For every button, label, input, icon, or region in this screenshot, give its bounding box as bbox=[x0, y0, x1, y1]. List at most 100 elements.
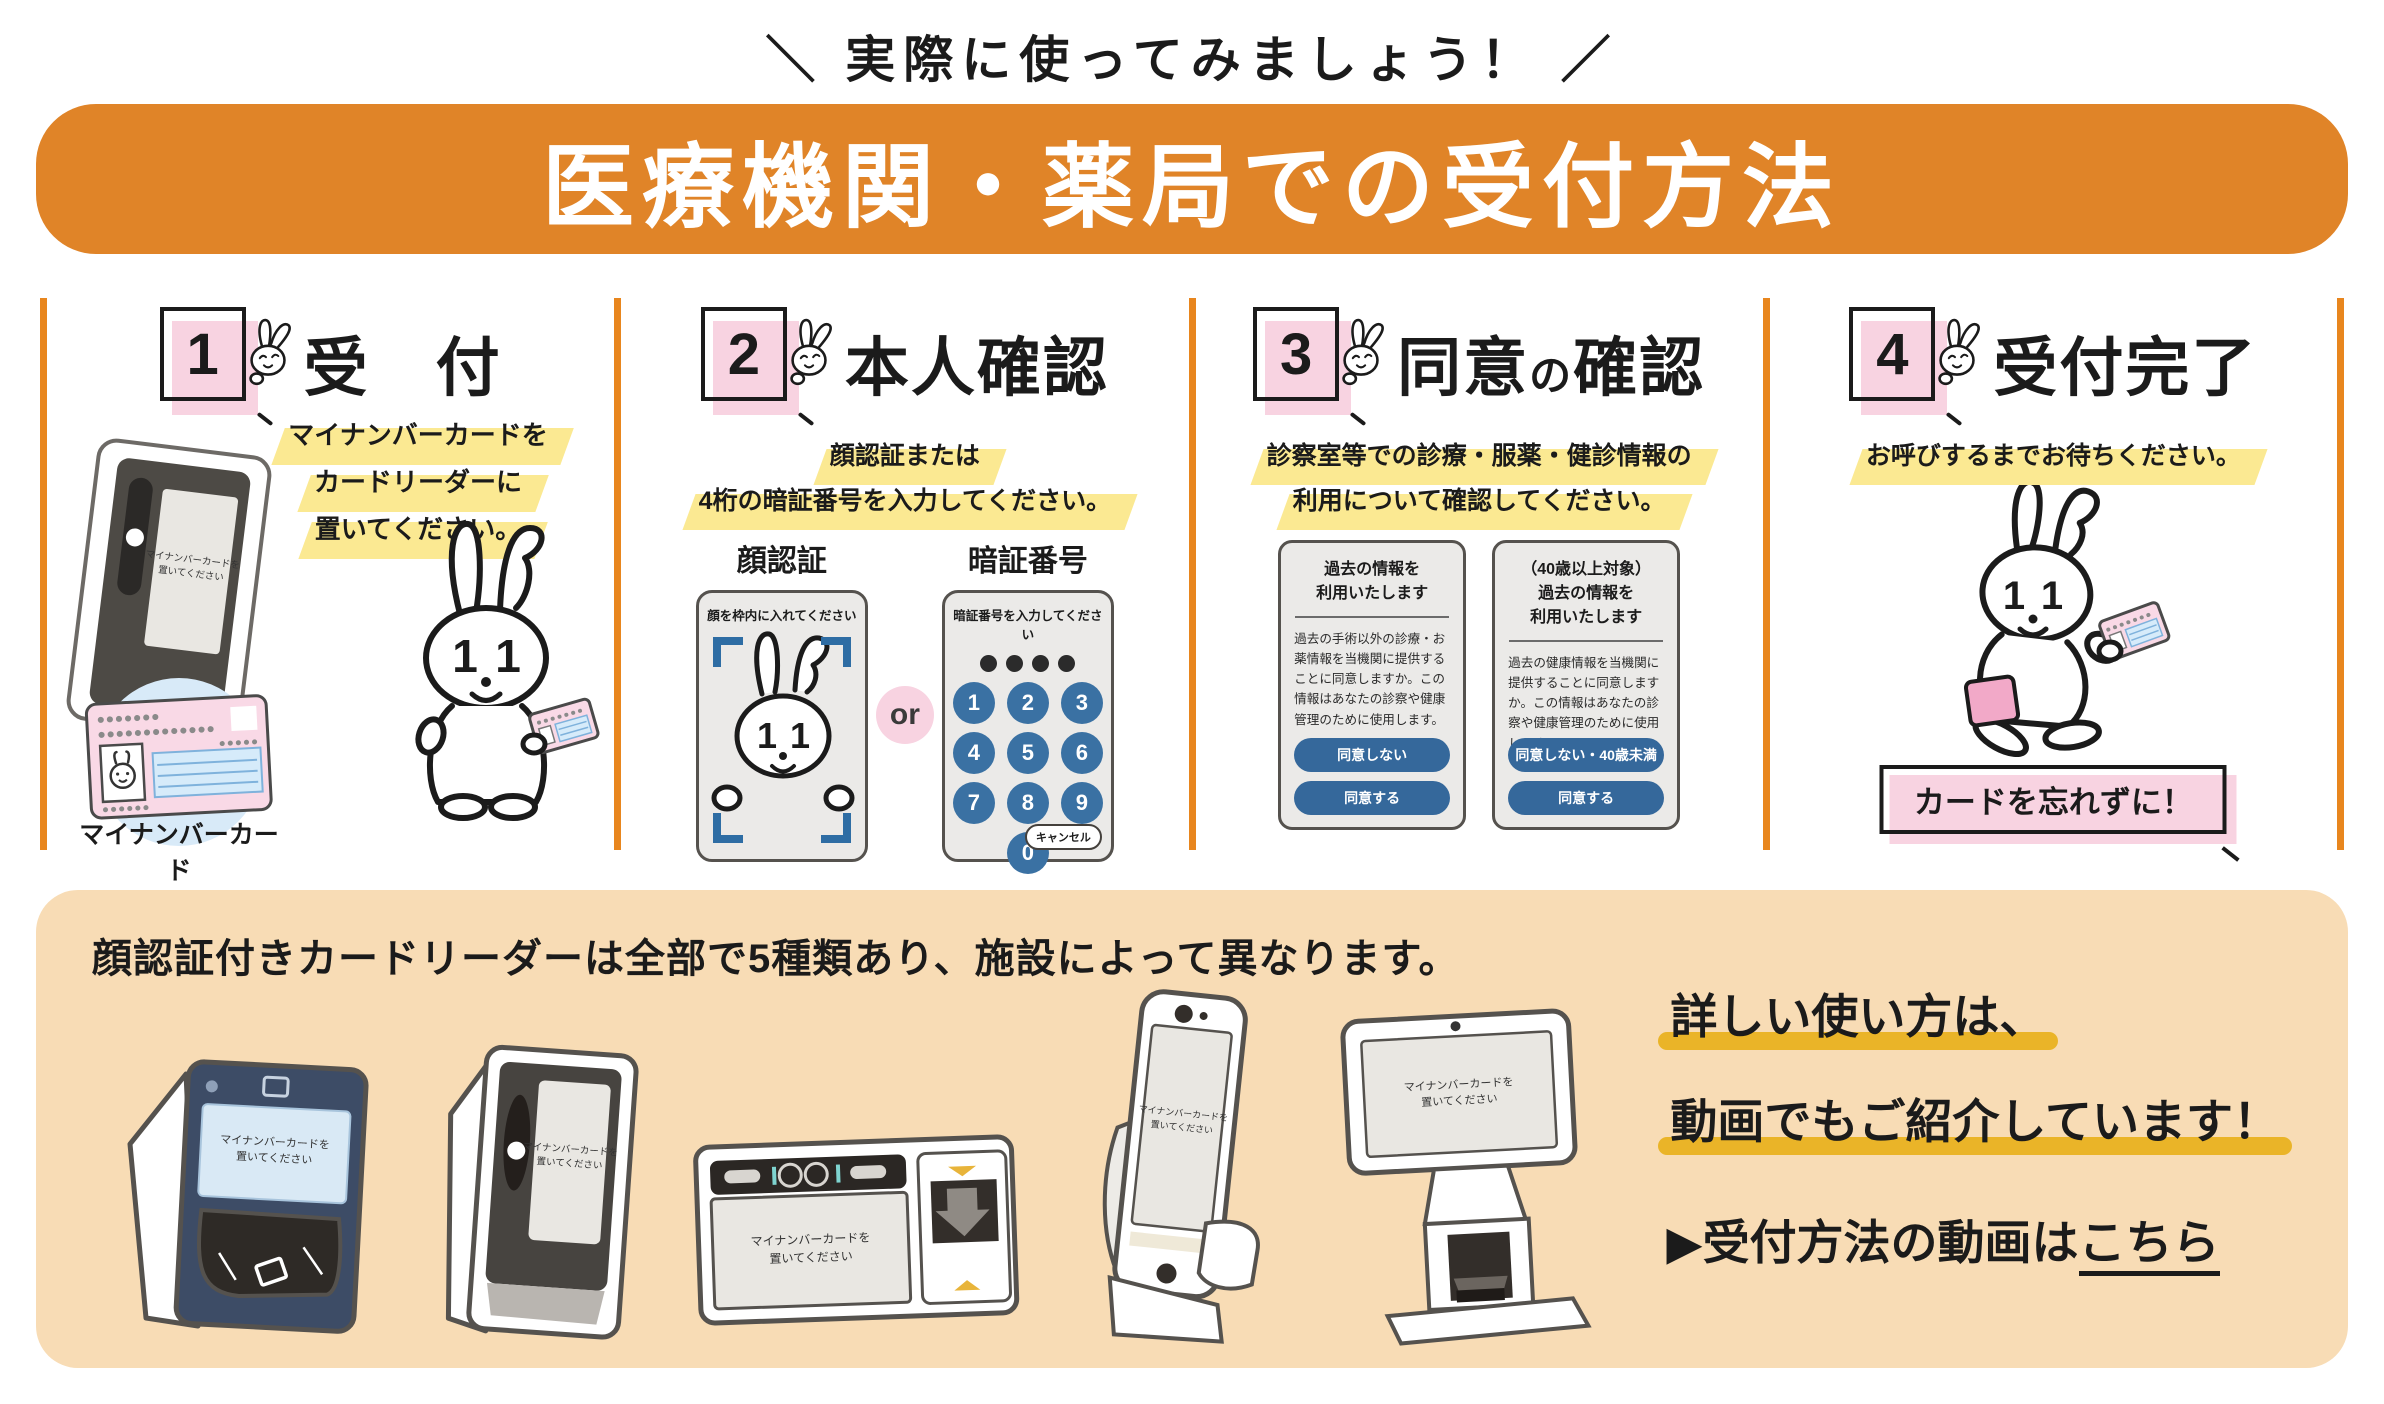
description-line: マイナンバーカードを bbox=[280, 412, 555, 459]
keypad-key: 9 bbox=[1060, 782, 1103, 824]
frame-bracket-icon bbox=[712, 637, 743, 667]
step-1-description: マイナンバーカードを カードリーダーに 置いてください。 bbox=[243, 412, 593, 552]
step-number: 2 bbox=[700, 307, 787, 401]
step-number-tick bbox=[1946, 411, 1963, 427]
rabbit-face-illustration: 1 1 bbox=[711, 631, 855, 812]
mynumber-card-label: マイナンバーカード bbox=[79, 821, 279, 885]
step-1-reception: 1 受 付 マイナンバーカードを カードリーダーに 置いてください。 bbox=[40, 298, 614, 885]
consent-screens: 過去の情報を 利用いたします 過去の手術以外の診療・お薬情報を当機関に提供するこ… bbox=[1204, 540, 1755, 830]
svg-text:1: 1 bbox=[2041, 574, 2063, 618]
page-tagline: ＼ 実際に使ってみましょう！ ／ bbox=[765, 32, 1619, 88]
reader-screen-text: 置いてください bbox=[769, 1249, 853, 1266]
card-reader-type-3: マイナンバーカードを 置いてください bbox=[693, 1134, 1020, 1326]
card-reader-illustration: マイナンバーカードを 置いてください bbox=[66, 438, 272, 738]
reader-screen-text: マイナンバーカードを bbox=[750, 1231, 870, 1249]
consent-screen-health-check: （40歳以上対象） 過去の情報を 利用いたします 過去の健康情報を当機関に提供す… bbox=[1492, 540, 1681, 830]
step-2-header: 2 本人確認 bbox=[629, 304, 1180, 427]
description-line: 4桁の暗証番号を入力してください。 bbox=[691, 479, 1119, 524]
or-badge: or bbox=[875, 686, 934, 744]
keypad-key: 2 bbox=[1006, 682, 1049, 724]
video-info-line: 詳しい使い方は、 bbox=[1658, 978, 2284, 1050]
description-line: 診察室等での診療・服薬・健診情報の bbox=[1259, 434, 1700, 479]
video-link-line: ▶受付方法の動画はこちら bbox=[1666, 1204, 2284, 1276]
consent-title-line: （40歳以上対象） bbox=[1521, 561, 1652, 578]
step-2-description: 顔認証または 4桁の暗証番号を入力してください。 bbox=[629, 434, 1180, 524]
pin-dot-icon bbox=[1032, 655, 1050, 672]
page-title: 医療機関・薬局での受付方法 bbox=[541, 136, 1842, 239]
step-number-box: 2 bbox=[700, 307, 832, 427]
step-number-box: 4 bbox=[1849, 307, 1981, 427]
pin-entry-dots bbox=[953, 655, 1103, 672]
step-4-title: 受付完了 bbox=[1993, 332, 2258, 404]
step-number: 4 bbox=[1849, 307, 1936, 401]
keypad-key: 1 bbox=[952, 682, 995, 724]
step-number-box: 1 bbox=[159, 307, 291, 427]
step-4-header: 4 受付完了 bbox=[1778, 304, 2329, 427]
frame-bracket-icon bbox=[820, 637, 851, 667]
agree-button: 同意する bbox=[1508, 781, 1665, 815]
divider bbox=[1509, 640, 1664, 642]
or-separator: or bbox=[875, 686, 934, 744]
keypad-key: 4 bbox=[952, 732, 995, 774]
step-2-identity-check: 2 本人確認 顔認証または 4桁の暗証番号を入力してください。 bbox=[614, 298, 1188, 874]
card-reader-type-1: マイナンバーカードを 置いてください bbox=[127, 1059, 369, 1334]
reminder-text: カードを忘れずに！ bbox=[1879, 765, 2227, 834]
reader-screen-text: マイナンバーカードを bbox=[1403, 1075, 1513, 1094]
reader-gallery: マイナンバーカードを 置いてください マイナンバーカードを 置いてください bbox=[94, 984, 1598, 1346]
highlighted-text: 詳しい使い方は、 bbox=[1658, 978, 2059, 1050]
keypad-key: 7 bbox=[952, 782, 995, 824]
pin-dot-icon bbox=[1058, 655, 1076, 672]
step-number-box: 3 bbox=[1253, 307, 1384, 427]
title-banner: 医療機関・薬局での受付方法 bbox=[36, 104, 2348, 254]
step-1-header: 1 受 付 bbox=[55, 304, 606, 427]
verification-options: 顔認証 顔を枠内に入れてください bbox=[629, 536, 1180, 874]
svg-text:1: 1 bbox=[790, 715, 810, 756]
consent-screen-medical: 過去の情報を 利用いたします 過去の手術以外の診療・お薬情報を当機関に提供するこ… bbox=[1278, 540, 1467, 830]
reader-screen-text: 置いてください bbox=[1421, 1092, 1498, 1109]
consent-buttons: 同意しない 同意する bbox=[1294, 729, 1451, 815]
highlighted-text: 動画でもご紹介しています！ bbox=[1658, 1083, 2292, 1155]
agree-button: 同意する bbox=[1294, 781, 1451, 815]
play-icon: ▶ bbox=[1666, 1216, 1703, 1269]
pin-dot-icon bbox=[980, 655, 998, 672]
mynumber-card-figure: マイナンバーカード bbox=[71, 676, 287, 887]
pin-option: 暗証番号 暗証番号を入力してください 1 2 3 4 5 bbox=[941, 536, 1114, 874]
consent-body: 過去の手術以外の診療・お薬情報を当機関に提供することに同意しますか。この情報はあ… bbox=[1294, 632, 1446, 727]
peeking-rabbit-icon bbox=[248, 318, 291, 386]
face-auth-screen: 顔を枠内に入れてください 1 1 bbox=[695, 590, 868, 862]
disagree-button: 同意しない bbox=[1294, 738, 1451, 772]
reader-types-heading: 顔認証付きカードリーダーは全部で5種類あり、施設によって異なります。 bbox=[92, 937, 1460, 981]
pin-dot-icon bbox=[1006, 655, 1024, 672]
frame-bracket-icon bbox=[820, 813, 851, 843]
card-reader-type-5: マイナンバーカードを 置いてください bbox=[1340, 1008, 1592, 1346]
step-3-header: 3 同意の確認 bbox=[1204, 304, 1755, 427]
frame-bracket-icon bbox=[712, 813, 743, 843]
reminder-tick bbox=[2221, 846, 2240, 862]
rabbit-mascot-holding-card-illustration: 1 1 bbox=[415, 521, 600, 821]
svg-text:1: 1 bbox=[757, 715, 777, 756]
consent-title-line: 過去の情報を bbox=[1324, 561, 1421, 578]
reader-screen-text: 置いてください bbox=[536, 1156, 603, 1172]
consent-title-line: 過去の情報を bbox=[1538, 585, 1635, 602]
keypad-key: 5 bbox=[1006, 732, 1049, 774]
video-link[interactable]: こちら bbox=[2078, 1216, 2220, 1276]
svg-text:1: 1 bbox=[495, 630, 521, 682]
running-rabbit-with-card-illustration: 1 1 bbox=[1964, 478, 2171, 758]
face-auth-option: 顔認証 顔を枠内に入れてください bbox=[695, 536, 868, 862]
step-3-description: 診察室等での診療・服薬・健診情報の 利用について確認してください。 bbox=[1204, 434, 1755, 524]
peeking-rabbit-icon bbox=[790, 318, 832, 386]
reader-screen-text: 置いてください bbox=[236, 1150, 313, 1167]
cancel-button: キャンセル bbox=[1024, 824, 1102, 850]
peeking-rabbit-icon bbox=[1342, 318, 1384, 386]
disagree-button: 同意しない・40歳未満 bbox=[1508, 738, 1665, 772]
face-auth-instruction: 顔を枠内に入れてください bbox=[707, 609, 857, 623]
keypad-key: 8 bbox=[1006, 782, 1049, 824]
video-link-prefix: 受付方法の動画は bbox=[1702, 1216, 2079, 1269]
step-number: 3 bbox=[1253, 307, 1340, 401]
consent-title: （40歳以上対象） 過去の情報を 利用いたします bbox=[1508, 558, 1664, 630]
pin-instruction: 暗証番号を入力してください bbox=[953, 609, 1103, 642]
steps-section: 1 受 付 マイナンバーカードを カードリーダーに 置いてください。 bbox=[40, 298, 2344, 885]
keypad: 1 2 3 4 5 6 7 8 9 0 bbox=[952, 682, 1103, 874]
peeking-rabbit-icon bbox=[1938, 318, 1981, 386]
card-reader-type-4: マイナンバーカードを 置いてください bbox=[1102, 989, 1260, 1344]
